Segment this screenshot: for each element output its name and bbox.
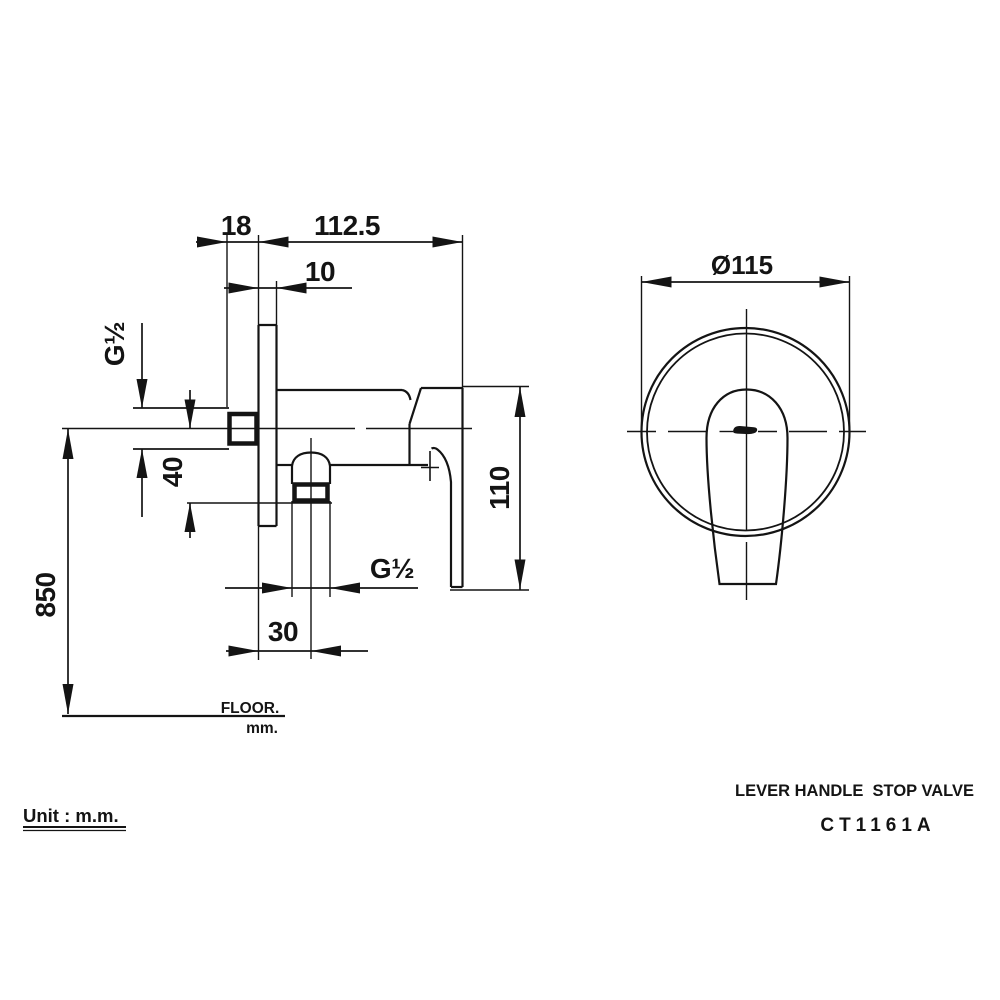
footer-annotations: Unit : m.m. LEVER HANDLE STOP VALVE CT11… [23, 782, 974, 836]
arrowhead-right [262, 582, 292, 594]
arrowhead-right [228, 645, 259, 657]
dim-handle-height-label: 110 [484, 466, 515, 510]
arrowhead-left [258, 236, 289, 248]
arrowhead-up [136, 449, 148, 478]
dim-handle-height: 110 [484, 387, 526, 590]
product-code: CT1161A [820, 815, 935, 836]
lever-handle-side [421, 386, 464, 589]
dim-wall-depth: 18 [196, 210, 259, 248]
floor-reference: FLOOR. mm. [62, 700, 285, 737]
front-view-centerlines [627, 309, 866, 600]
side-view: 18 112.5 10 G½ [30, 210, 529, 737]
dim-diameter-label: Ø115 [711, 250, 773, 280]
arrowhead-down [62, 684, 74, 714]
dim-outlet-offset: 30 [226, 616, 368, 657]
dim-inlet-thread: G½ [99, 322, 148, 517]
escutcheon-plate [257, 235, 278, 660]
arrowhead-down [136, 379, 148, 408]
arrowhead-right [432, 236, 463, 248]
arrowhead-up [184, 503, 196, 532]
dim-outlet-thread: G½ [225, 553, 418, 594]
dim-floor-height: 850 [30, 429, 74, 714]
dim-outlet-offset-label: 30 [268, 616, 298, 647]
dim-projection-label: 112.5 [314, 210, 380, 241]
product-name: LEVER HANDLE STOP VALVE [735, 782, 974, 800]
dim-diameter: Ø115 [640, 250, 851, 433]
outlet-arch [290, 451, 332, 467]
arrowhead-left [228, 282, 259, 294]
arrowhead-left [311, 645, 341, 657]
side-view-centerlines [62, 427, 472, 659]
body-neck-fillet [401, 388, 412, 401]
brand-logo-mark [733, 425, 758, 435]
dim-drop: 40 [157, 390, 196, 538]
lever-handle-front [705, 388, 789, 586]
dim-projection: 112.5 [258, 210, 463, 248]
unit-note: Unit : m.m. [23, 805, 119, 826]
arrowhead-down [184, 399, 196, 429]
dim-plate-thickness-label: 10 [305, 256, 335, 287]
arrowhead-right [197, 236, 227, 248]
front-view: Ø115 [627, 250, 866, 600]
arrowhead-right [276, 282, 307, 294]
outlet-connector [292, 482, 330, 503]
extension-lines [187, 235, 529, 591]
arrowhead-down [514, 559, 526, 590]
floor-label: FLOOR. [221, 700, 280, 717]
dim-wall-depth-label: 18 [221, 210, 251, 241]
inlet-pipe [133, 407, 259, 450]
arrowhead-right [819, 276, 850, 288]
arrowhead-left [641, 276, 672, 288]
inlet-thread-label: G½ [99, 322, 130, 366]
outlet-thread-label: G½ [370, 553, 414, 584]
arrowhead-up [514, 387, 526, 417]
dim-plate-thickness: 10 [224, 256, 352, 294]
valve-body [277, 387, 428, 467]
floor-unit-label: mm. [246, 720, 278, 737]
dim-drop-label: 40 [157, 457, 188, 487]
neck-back-slant [408, 387, 423, 425]
dim-floor-height-label: 850 [30, 572, 61, 617]
arrowhead-up [62, 429, 74, 459]
handle-back-curve [430, 446, 453, 587]
arrowhead-left [330, 582, 360, 594]
outlet-port [290, 451, 332, 597]
inlet-connector [227, 411, 259, 446]
